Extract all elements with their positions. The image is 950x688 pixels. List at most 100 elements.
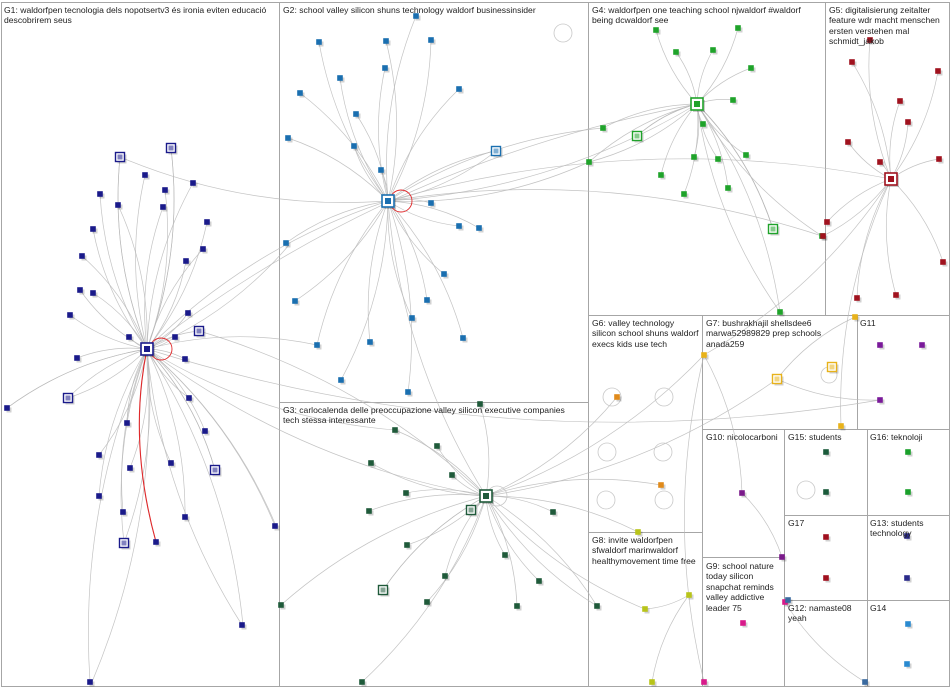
node xyxy=(428,200,434,206)
node xyxy=(935,68,941,74)
node xyxy=(897,98,903,104)
node xyxy=(862,679,868,685)
self-loop xyxy=(553,23,573,43)
hub-node-core xyxy=(385,198,391,204)
edge xyxy=(840,178,892,427)
edge xyxy=(485,495,518,607)
node-avatar xyxy=(196,328,202,334)
node xyxy=(413,13,419,19)
node xyxy=(368,460,374,466)
node xyxy=(820,233,826,239)
edge xyxy=(675,51,698,105)
node xyxy=(115,202,121,208)
node xyxy=(905,119,911,125)
edge xyxy=(696,103,781,313)
hub-node-core xyxy=(483,493,489,499)
edge xyxy=(135,174,148,350)
node xyxy=(893,292,899,298)
node xyxy=(725,185,731,191)
edge xyxy=(387,200,445,275)
group-box-g3 xyxy=(279,402,589,687)
edge xyxy=(146,103,698,350)
edge xyxy=(696,103,781,313)
edge xyxy=(119,156,389,203)
node xyxy=(823,534,829,540)
node-avatar xyxy=(65,395,71,401)
node xyxy=(550,509,556,515)
node-avatar xyxy=(468,507,474,513)
node-avatar xyxy=(770,226,776,232)
edge xyxy=(485,478,662,497)
edge xyxy=(387,200,480,229)
nodes xyxy=(4,13,948,687)
edge xyxy=(67,348,148,399)
edge xyxy=(146,348,206,432)
self-loop xyxy=(654,490,674,510)
node xyxy=(285,135,291,141)
node xyxy=(785,597,791,603)
node xyxy=(514,603,520,609)
node xyxy=(404,542,410,548)
node xyxy=(502,552,508,558)
edges xyxy=(6,15,944,683)
node xyxy=(272,523,278,529)
node xyxy=(392,427,398,433)
edge xyxy=(146,348,396,431)
edge xyxy=(146,221,208,350)
node xyxy=(735,25,741,31)
node xyxy=(936,156,942,162)
edge xyxy=(776,316,856,380)
edge xyxy=(146,348,277,527)
edge xyxy=(588,103,698,163)
node xyxy=(658,482,664,488)
edge xyxy=(146,200,389,350)
edge xyxy=(318,41,389,202)
edge xyxy=(92,292,148,350)
node xyxy=(96,493,102,499)
edge xyxy=(361,495,487,683)
edge xyxy=(287,137,389,202)
edge xyxy=(355,113,389,202)
node xyxy=(382,65,388,71)
node xyxy=(79,253,85,259)
node xyxy=(867,37,873,43)
edge xyxy=(387,39,432,202)
edge xyxy=(146,348,487,497)
node xyxy=(366,508,372,514)
node xyxy=(292,298,298,304)
node xyxy=(743,152,749,158)
group-box-g15 xyxy=(784,429,868,516)
node xyxy=(77,287,83,293)
edge xyxy=(146,348,243,626)
node xyxy=(120,509,126,515)
edge xyxy=(405,489,487,497)
group-box-g6 xyxy=(588,315,703,533)
group-box-g14 xyxy=(867,600,950,687)
node xyxy=(126,334,132,340)
node xyxy=(838,423,844,429)
node xyxy=(4,405,10,411)
node xyxy=(824,219,830,225)
edge xyxy=(696,103,823,237)
node xyxy=(594,603,600,609)
edge xyxy=(602,103,698,129)
edge xyxy=(280,495,487,606)
edge xyxy=(340,200,389,381)
hub-node-core xyxy=(694,101,700,107)
node xyxy=(168,460,174,466)
edge xyxy=(299,92,389,202)
edge xyxy=(316,200,389,346)
group-box-g13 xyxy=(867,515,950,601)
node xyxy=(730,97,736,103)
self-loop xyxy=(653,442,673,462)
edge xyxy=(703,178,892,356)
edge xyxy=(636,103,698,137)
node-avatar xyxy=(117,154,123,160)
node xyxy=(919,342,925,348)
self-loop xyxy=(597,442,617,462)
node xyxy=(904,575,910,581)
edge xyxy=(387,200,413,319)
node xyxy=(877,397,883,403)
node xyxy=(536,578,542,584)
node xyxy=(614,394,620,400)
